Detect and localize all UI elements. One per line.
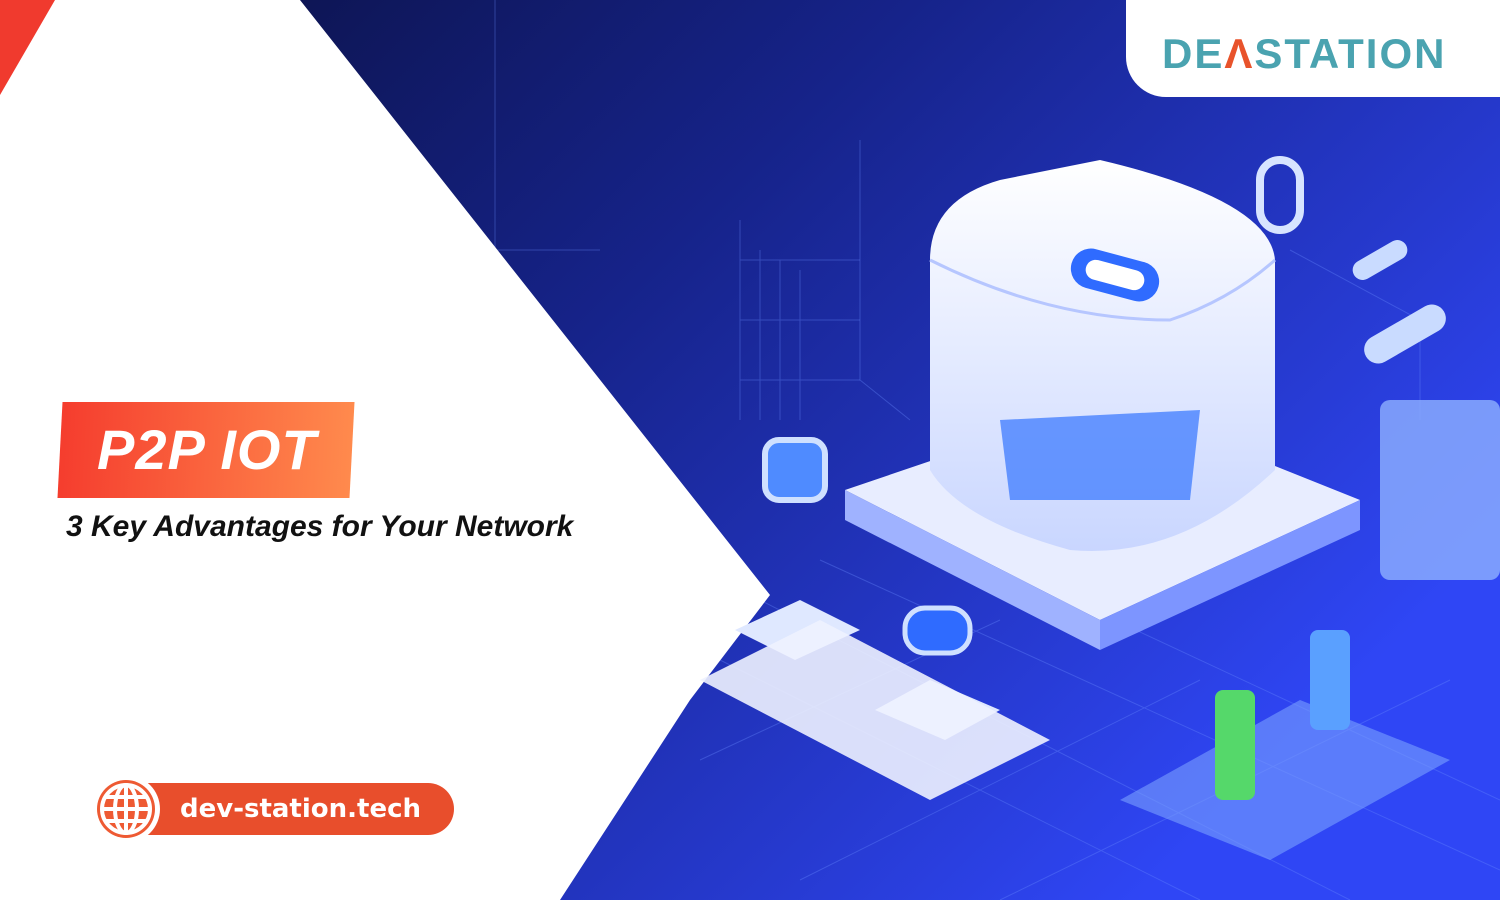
logo-wordmark: DEɅSTATION	[1162, 30, 1446, 78]
logo-text-right: STATION	[1254, 30, 1447, 77]
globe-icon	[92, 775, 160, 843]
logo-text-left: DE	[1162, 30, 1225, 77]
logo-figure-icon: Ʌ	[1224, 30, 1255, 77]
page-title: P2P IOT	[97, 418, 317, 481]
website-link[interactable]	[120, 783, 454, 835]
red-corner	[0, 0, 55, 95]
device-nodes	[700, 156, 1500, 860]
white-panel	[0, 0, 770, 900]
page-subtitle: 3 Key Advantages for Your Network	[66, 510, 574, 543]
website-url[interactable]: dev-station.tech	[180, 794, 422, 824]
server-cube	[929, 160, 1276, 551]
brand-logo[interactable]: DEɅSTATION	[1126, 0, 1500, 97]
